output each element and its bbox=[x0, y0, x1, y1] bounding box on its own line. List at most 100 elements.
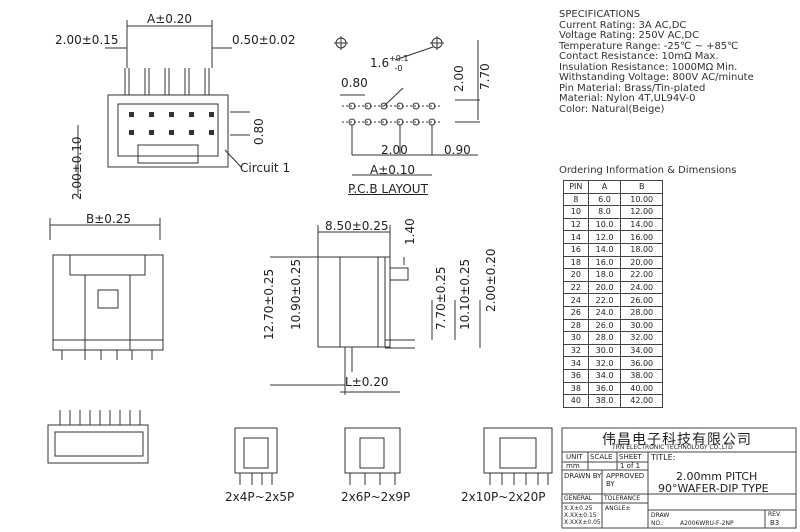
side-dim-1010: 10.10±0.25 bbox=[458, 258, 472, 330]
draw-label: DRAW bbox=[651, 512, 670, 519]
cell-pin: 18 bbox=[563, 255, 589, 270]
pcb-dim-090: 0.90 bbox=[444, 143, 471, 157]
company-name-en: TRN ELECTRONIC TECHNOLOGY CO.,LTD bbox=[612, 444, 733, 451]
cell-b: 24.00 bbox=[620, 280, 663, 295]
cell-pin: 8 bbox=[563, 192, 589, 207]
pcb-dim-200-horizontal: 2.00 bbox=[381, 143, 408, 157]
specifications-block: SPECIFICATIONS Current Rating: 3A AC,DC … bbox=[559, 9, 754, 115]
cell-a: 32.0 bbox=[587, 356, 622, 370]
variant-label-3: 2x10P~2x20P bbox=[461, 490, 546, 504]
drawing-number: A2006WRU-F-2NP bbox=[680, 520, 734, 527]
side-view-drawing bbox=[270, 225, 481, 395]
cell-pin: 28 bbox=[563, 318, 589, 333]
cell-a: 14.0 bbox=[587, 242, 622, 257]
ordering-header-row: PIN A B bbox=[563, 180, 663, 194]
spec-line: Voltage Rating: 250V AC,DC bbox=[559, 30, 700, 41]
side-dim-1270: 12.70±0.25 bbox=[262, 268, 276, 340]
cell-pin: 30 bbox=[563, 331, 589, 345]
no-label: NO.: bbox=[651, 520, 664, 527]
top-view-connector bbox=[77, 20, 250, 195]
rev-label: REV. bbox=[768, 511, 782, 518]
cell-pin: 34 bbox=[563, 356, 589, 370]
cell-a: 16.0 bbox=[587, 255, 622, 270]
cell-b: 26.00 bbox=[620, 293, 663, 307]
cell-pin: 12 bbox=[563, 217, 589, 232]
cell-b: 14.00 bbox=[620, 217, 663, 232]
cell-a: 30.0 bbox=[587, 343, 622, 358]
cell-a: 34.0 bbox=[587, 368, 622, 383]
scale-label: SCALE bbox=[590, 453, 613, 461]
dim-pitch: 2.00±0.15 bbox=[55, 33, 119, 47]
cell-b: 36.00 bbox=[620, 356, 663, 370]
pcb-hole-tol: +0.1 bbox=[389, 54, 409, 63]
ordering-title: Ordering Information & Dimensions bbox=[559, 165, 737, 176]
cell-pin: 14 bbox=[563, 230, 589, 244]
cell-b: 12.00 bbox=[620, 205, 663, 219]
spec-line: Material: Nylon 4T,UL94V-0 bbox=[559, 93, 696, 104]
cell-b: 20.00 bbox=[620, 255, 663, 270]
side-dim-770: 7.70±0.25 bbox=[434, 266, 448, 331]
cell-b: 22.00 bbox=[620, 268, 663, 282]
circuit-label: Circuit 1 bbox=[240, 161, 291, 175]
cell-a: 28.0 bbox=[587, 331, 622, 345]
cell-pin: 36 bbox=[563, 368, 589, 383]
dim-b: B±0.25 bbox=[86, 212, 132, 226]
spec-line: Pin Material: Brass/Tin-plated bbox=[559, 82, 706, 94]
general-label: GENERAL bbox=[564, 495, 593, 502]
unit-value: mm bbox=[566, 462, 580, 470]
cell-pin: 26 bbox=[563, 305, 589, 320]
cell-pin: 20 bbox=[563, 268, 589, 282]
side-dim-l: L±0.20 bbox=[345, 375, 389, 389]
pcb-hole-label: 1.6 bbox=[370, 56, 390, 70]
cell-b: 10.00 bbox=[620, 192, 663, 207]
cell-a: 24.0 bbox=[587, 305, 622, 320]
header-a: A bbox=[587, 180, 622, 194]
cell-b: 42.00 bbox=[620, 394, 663, 408]
tolerance-3: X.XXX±0.05 bbox=[564, 519, 601, 526]
rev-value: B3 bbox=[770, 519, 780, 527]
cell-b: 34.00 bbox=[620, 343, 663, 358]
cell-b: 32.00 bbox=[620, 331, 663, 345]
cell-pin: 22 bbox=[563, 280, 589, 295]
pcb-dim-200-vertical: 2.00 bbox=[452, 65, 466, 92]
sheet-value: 1 of 1 bbox=[620, 462, 641, 470]
title-block-grid bbox=[561, 427, 797, 529]
pcb-dim-080: 0.80 bbox=[341, 76, 368, 90]
dim-pin-width: 0.50±0.02 bbox=[232, 33, 296, 47]
pcb-layout-title: P.C.B LAYOUT bbox=[348, 182, 428, 196]
pcb-dim-770: 7.70 bbox=[478, 63, 492, 90]
cell-pin: 10 bbox=[563, 205, 589, 219]
dim-row-gap: 0.80 bbox=[252, 118, 266, 145]
cell-a: 36.0 bbox=[587, 381, 622, 396]
cell-pin: 16 bbox=[563, 242, 589, 257]
variant-drawings bbox=[47, 410, 553, 485]
cell-b: 40.00 bbox=[620, 381, 663, 396]
title-line-2: 90°WAFER-DIP TYPE bbox=[658, 482, 769, 495]
cell-pin: 38 bbox=[563, 381, 589, 396]
title-label: TITLE: bbox=[651, 453, 676, 462]
tolerance-label: TOLERANCE bbox=[604, 495, 641, 502]
front-view-drawing bbox=[49, 218, 164, 360]
side-dim-850: 8.50±0.25 bbox=[325, 219, 389, 233]
header-pin: PIN bbox=[563, 180, 589, 194]
spec-line: Current Rating: 3A AC,DC bbox=[559, 19, 687, 31]
cell-a: 22.0 bbox=[587, 293, 622, 307]
